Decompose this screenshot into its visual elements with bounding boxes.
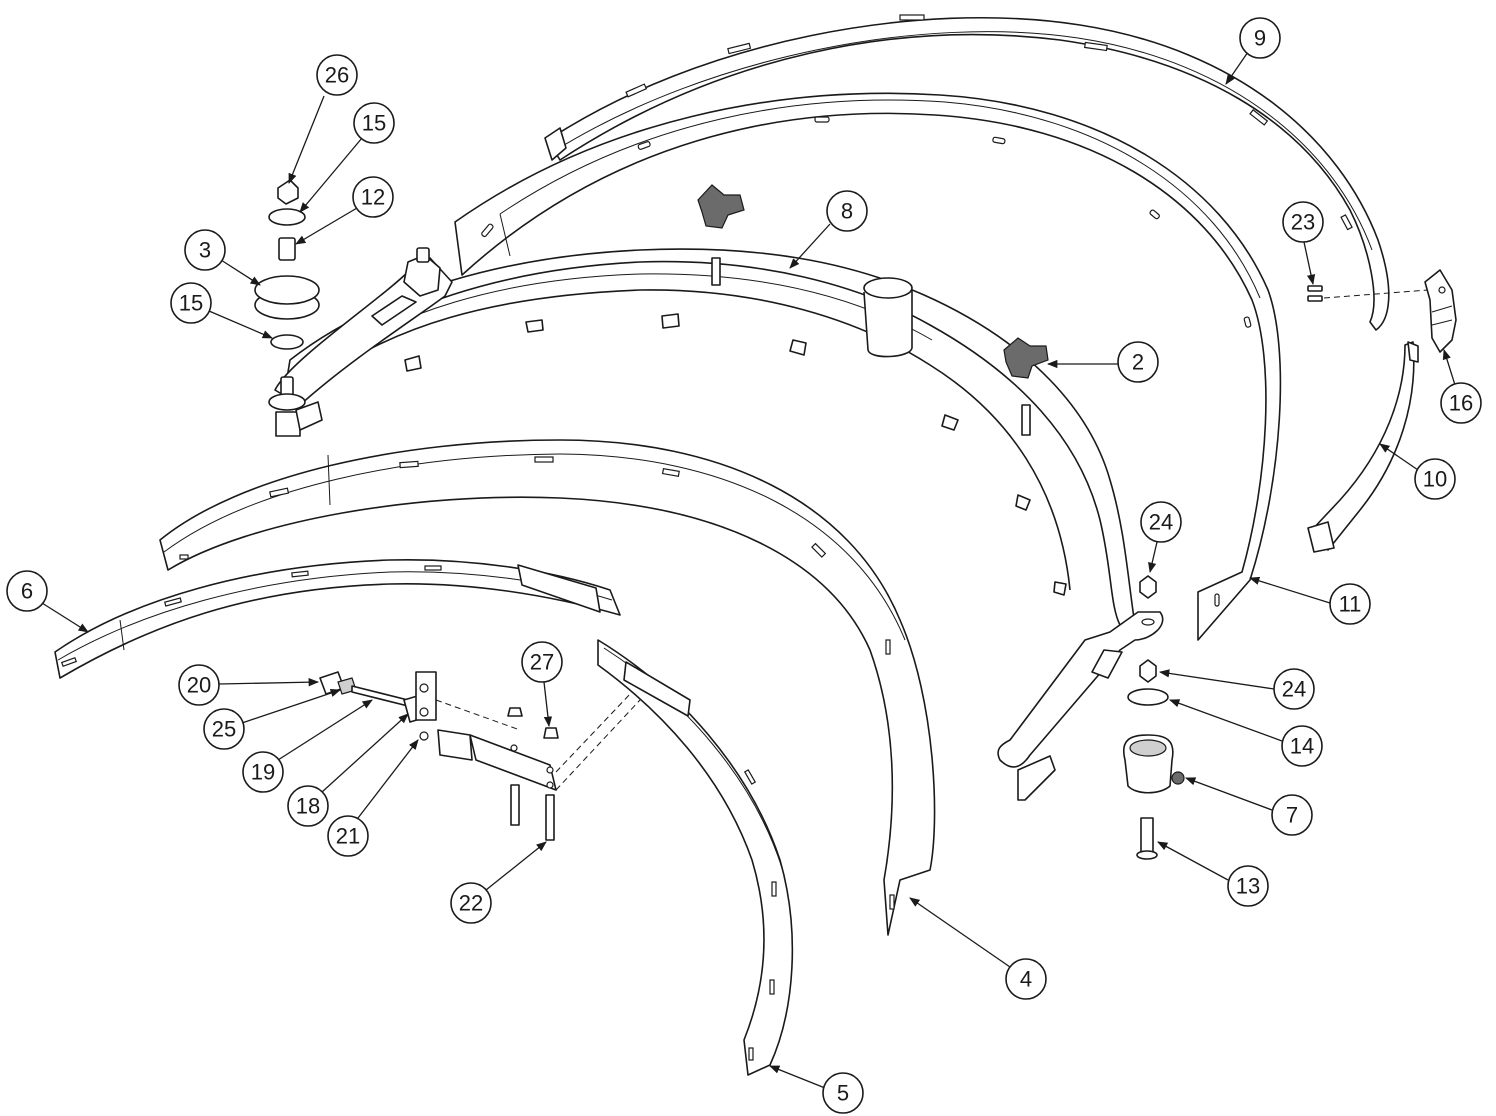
callout-22: 22 — [450, 841, 547, 924]
part-16-latch — [1424, 269, 1457, 353]
callout-20: 20 — [178, 664, 320, 706]
svg-text:8: 8 — [841, 199, 853, 224]
svg-text:7: 7 — [1286, 803, 1298, 828]
callout-15-bottom: 15 — [170, 282, 273, 339]
svg-text:5: 5 — [837, 1081, 849, 1106]
svg-text:24: 24 — [1282, 677, 1306, 702]
callout-5: 5 — [769, 1065, 864, 1114]
svg-text:4: 4 — [1020, 967, 1032, 992]
part-2-knob-top — [697, 184, 745, 286]
part-8-cylinder — [863, 277, 913, 358]
callout-8: 8 — [789, 190, 868, 269]
callout-23: 23 — [1282, 201, 1324, 286]
svg-text:12: 12 — [361, 185, 385, 210]
callout-13: 13 — [1157, 841, 1269, 907]
callout-12: 12 — [295, 176, 394, 245]
part-10-side-strap — [1307, 341, 1419, 553]
part-caster-group — [1123, 575, 1185, 860]
part-4-lower-band — [159, 439, 936, 936]
part-hinge-assembly — [319, 671, 641, 841]
callout-25: 25 — [203, 689, 341, 750]
callout-14: 14 — [1169, 699, 1323, 767]
svg-text:20: 20 — [187, 673, 211, 698]
svg-text:18: 18 — [296, 794, 320, 819]
part-9-outer-band — [544, 14, 1390, 331]
svg-text:16: 16 — [1449, 391, 1473, 416]
callout-3: 3 — [184, 229, 261, 286]
callout-15-top: 15 — [299, 102, 395, 213]
part-8-frame-band — [274, 247, 1136, 626]
svg-text:25: 25 — [212, 717, 236, 742]
callout-11: 11 — [1249, 576, 1371, 625]
callout-18: 18 — [287, 713, 409, 827]
svg-text:24: 24 — [1149, 510, 1173, 535]
part-23-screws — [1307, 285, 1429, 302]
part-6-left-band — [54, 558, 621, 679]
svg-text:14: 14 — [1290, 734, 1314, 759]
svg-text:23: 23 — [1291, 210, 1315, 235]
part-2-knob-right — [1003, 337, 1049, 436]
part-5-curved-band — [597, 639, 794, 1076]
callout-6: 6 — [6, 570, 89, 633]
part-11-inner-band — [454, 92, 1282, 641]
callout-9: 9 — [1225, 17, 1281, 85]
callout-24-bottom: 24 — [1158, 668, 1315, 710]
callout-26: 26 — [288, 54, 358, 184]
callout-16: 16 — [1440, 349, 1482, 424]
svg-text:15: 15 — [179, 291, 203, 316]
callout-2: 2 — [1046, 341, 1159, 383]
svg-text:27: 27 — [530, 650, 554, 675]
svg-text:2: 2 — [1132, 350, 1144, 375]
svg-text:19: 19 — [251, 760, 275, 785]
callout-7: 7 — [1185, 777, 1313, 836]
svg-text:6: 6 — [21, 579, 33, 604]
svg-text:13: 13 — [1236, 874, 1260, 899]
callout-24-top: 24 — [1140, 501, 1182, 574]
svg-text:11: 11 — [1339, 592, 1362, 617]
svg-text:22: 22 — [459, 891, 483, 916]
svg-text:9: 9 — [1254, 26, 1266, 51]
callout-27: 27 — [521, 641, 563, 728]
svg-text:26: 26 — [325, 63, 349, 88]
svg-text:21: 21 — [336, 824, 360, 849]
callout-21: 21 — [327, 739, 419, 857]
svg-text:3: 3 — [199, 238, 211, 263]
callout-4: 4 — [909, 897, 1047, 1000]
callout-19: 19 — [242, 699, 373, 793]
svg-text:15: 15 — [362, 111, 386, 136]
callout-10: 10 — [1379, 443, 1456, 500]
part-left-stack — [254, 179, 320, 411]
part-8-bracket-arm — [997, 611, 1164, 801]
svg-text:10: 10 — [1423, 467, 1447, 492]
